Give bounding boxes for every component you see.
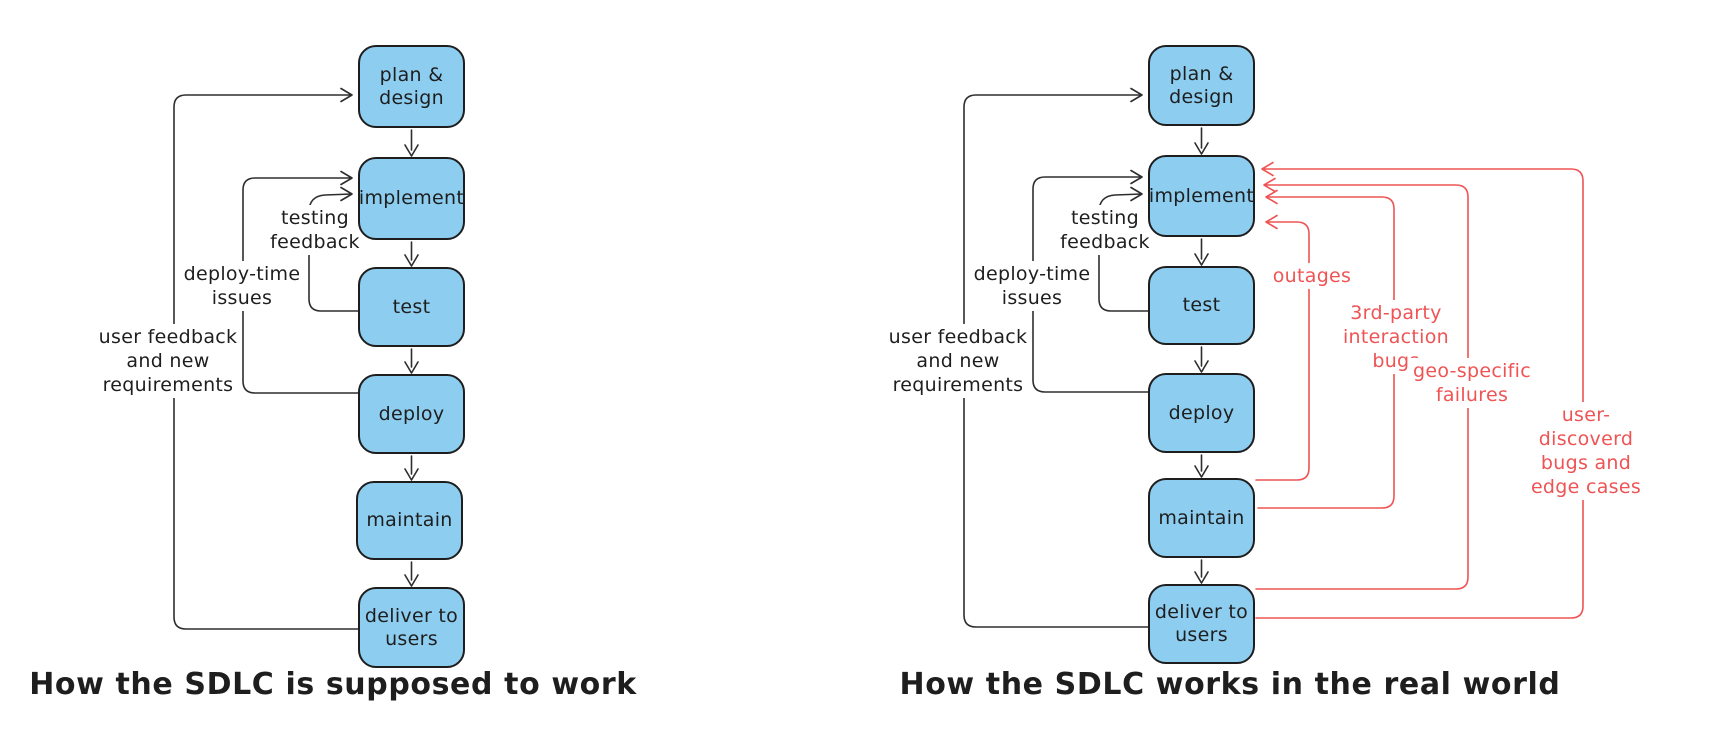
left-label-testing-feedback: testing feedback: [266, 205, 364, 255]
right-sequence-arrows: [1194, 127, 1209, 584]
left-edge-testing-feedback: [308, 186, 359, 312]
left-label-user-feedback: user feedback and new requirements: [94, 324, 242, 398]
left-diagram-caption: How the SDLC is supposed to work: [29, 667, 637, 702]
right-label-deploy-time-issues: deploy-time issues: [969, 261, 1095, 311]
right-label-user-feedback: user feedback and new requirements: [884, 324, 1032, 398]
right-node-test: test: [1148, 266, 1255, 345]
right-label-testing-feedback: testing feedback: [1056, 205, 1154, 255]
right-node-deliver: deliver to users: [1148, 584, 1255, 664]
left-node-deploy: deploy: [358, 374, 465, 454]
right-node-deploy: deploy: [1148, 373, 1255, 453]
right-diagram-caption: How the SDLC works in the real world: [899, 667, 1561, 702]
left-node-implement: implement: [358, 157, 465, 240]
right-edge-outages: [1255, 214, 1310, 481]
right-node-implement: implement: [1148, 155, 1255, 237]
left-node-plan-design: plan & design: [358, 45, 465, 128]
right-label-geo-specific-failures: geo-specific failures: [1409, 358, 1535, 408]
left-label-deploy-time-issues: deploy-time issues: [179, 261, 305, 311]
right-label-user-discovered-bugs: user-discoverd bugs and edge cases: [1519, 402, 1653, 500]
right-node-maintain: maintain: [1148, 478, 1255, 558]
left-node-test: test: [358, 267, 465, 347]
left-node-maintain: maintain: [356, 481, 463, 560]
right-node-plan-design: plan & design: [1148, 45, 1255, 126]
left-sequence-arrows: [404, 129, 419, 587]
right-label-outages: outages: [1268, 263, 1356, 289]
right-edge-testing-feedback: [1098, 186, 1149, 312]
left-node-deliver: deliver to users: [358, 587, 465, 668]
right-edge-user-discovered-bugs: [1255, 161, 1584, 619]
